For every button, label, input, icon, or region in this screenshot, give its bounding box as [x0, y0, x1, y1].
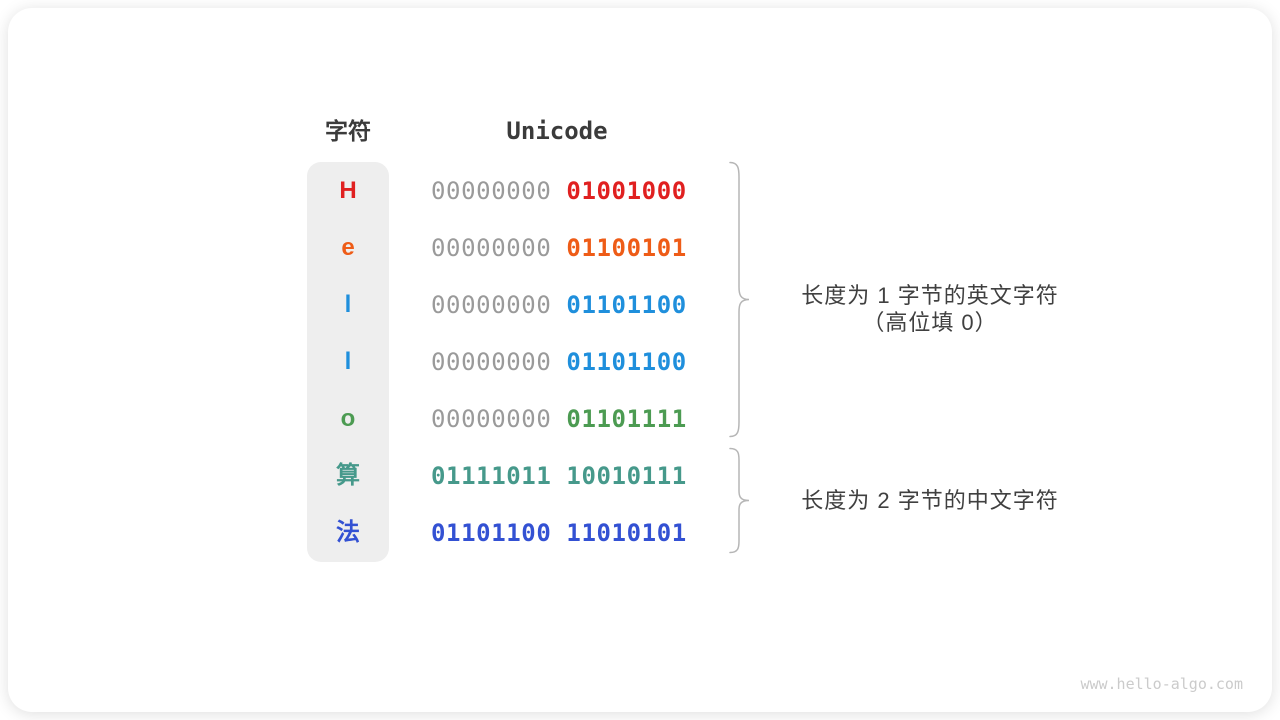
table-row: o 00000000 01101111 — [8, 402, 1272, 436]
character-cell: e — [341, 234, 355, 261]
unicode-binary: 00000000 01100101 — [431, 231, 687, 265]
character-column-background — [307, 162, 389, 562]
byte-group: 11010101 — [566, 519, 687, 547]
byte-group: 01101100 — [566, 348, 687, 376]
byte-group: 01100101 — [566, 234, 687, 262]
unicode-binary: 00000000 01001000 — [431, 174, 687, 208]
character-cell: 算 — [336, 462, 360, 489]
table-row: e 00000000 01100101 — [8, 231, 1272, 265]
byte-group: 01101111 — [566, 405, 687, 433]
annotation-english-bytes: 长度为 1 字节的英文字符 （高位填 0） — [801, 283, 1059, 335]
brace-english-group — [729, 161, 750, 438]
character-cell: H — [339, 177, 357, 204]
unicode-binary: 00000000 01101100 — [431, 345, 687, 379]
unicode-binary: 00000000 01101111 — [431, 402, 687, 436]
diagram-card: 字符 Unicode H 00000000 01001000 e 00000000 011… — [8, 8, 1272, 712]
table-row: l 00000000 01101100 — [8, 288, 1272, 322]
byte-group: 00000000 — [431, 291, 552, 319]
unicode-binary: 01101100 11010101 — [431, 516, 687, 550]
character-cell: 法 — [336, 519, 360, 546]
table-row: l 00000000 01101100 — [8, 345, 1272, 379]
brace-chinese-group — [729, 447, 750, 554]
byte-group: 00000000 — [431, 234, 552, 262]
character-cell: o — [340, 405, 356, 432]
watermark-url: www.hello-algo.com — [1080, 675, 1243, 693]
byte-group: 01001000 — [566, 177, 687, 205]
column-header-character: 字符 — [325, 118, 371, 144]
column-header-unicode: Unicode — [506, 117, 608, 145]
annotation-chinese-bytes: 长度为 2 字节的中文字符 — [801, 488, 1059, 513]
table-row: 法 01101100 11010101 — [8, 516, 1272, 550]
unicode-binary: 00000000 01101100 — [431, 288, 687, 322]
character-cell: l — [344, 291, 352, 318]
table-row: H 00000000 01001000 — [8, 174, 1272, 208]
byte-group: 00000000 — [431, 348, 552, 376]
character-cell: l — [344, 348, 352, 375]
byte-group: 01101100 — [566, 291, 687, 319]
byte-group: 01101100 — [431, 519, 552, 547]
byte-group: 00000000 — [431, 405, 552, 433]
byte-group: 00000000 — [431, 177, 552, 205]
table-row: 算 01111011 10010111 — [8, 459, 1272, 493]
byte-group: 01111011 — [431, 462, 552, 490]
unicode-binary: 01111011 10010111 — [431, 459, 687, 493]
byte-group: 10010111 — [566, 462, 687, 490]
